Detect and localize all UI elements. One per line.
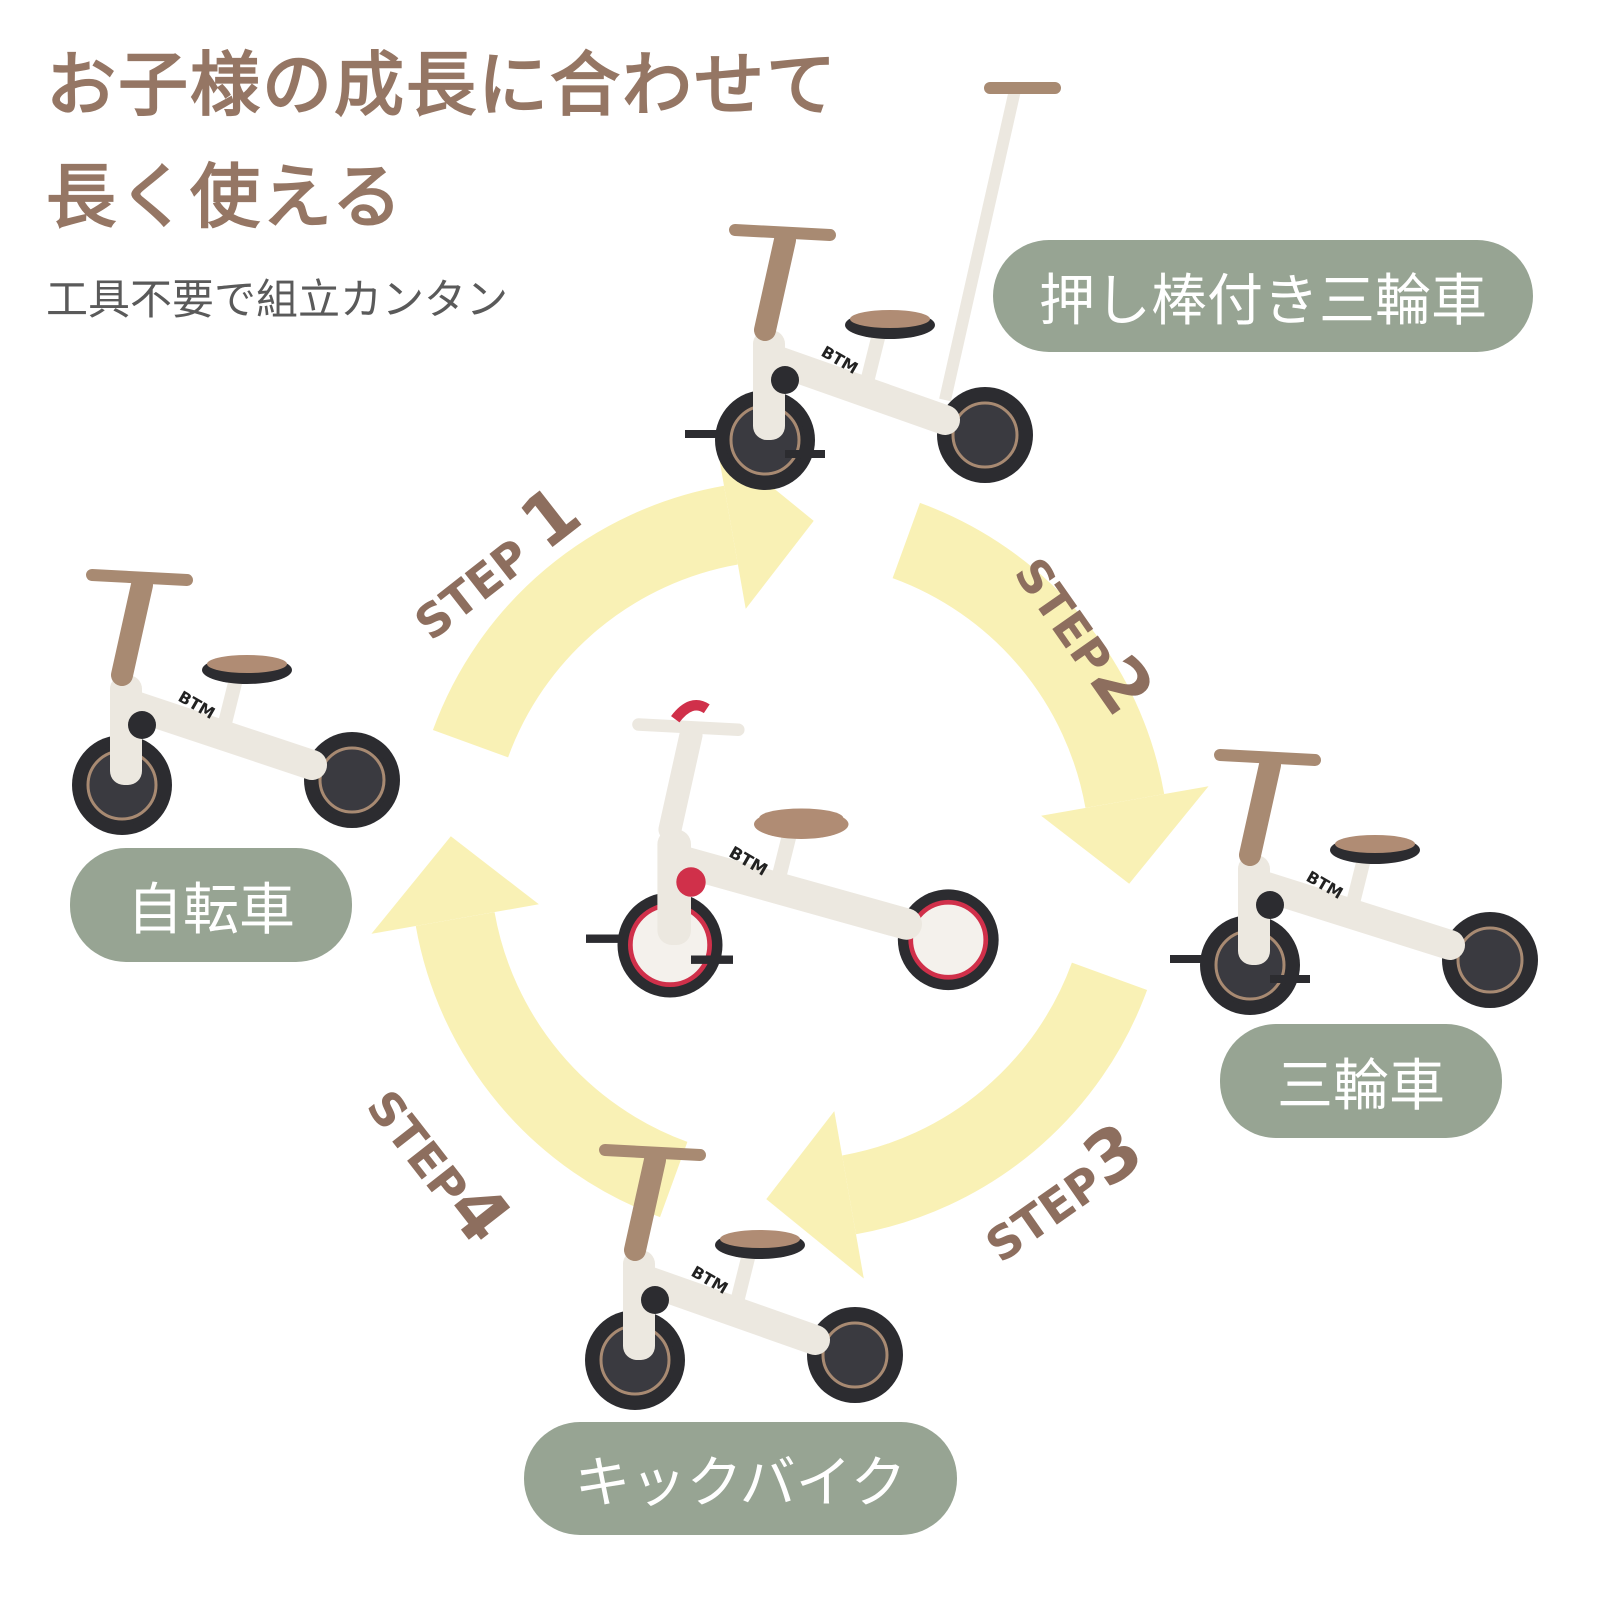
arrow-head-icon (371, 836, 539, 934)
push-tricycle-image: BTM (685, 82, 1061, 490)
bicycle-image: BTM (72, 569, 400, 835)
tricycle-image: BTM (1170, 749, 1538, 1015)
cycle-arrow-1 (432, 485, 739, 758)
mode-label-tricycle: 三輪車 (1220, 1024, 1502, 1138)
mode-label-kick-bike: キックバイク (524, 1422, 957, 1535)
kick-bike-image: BTM (585, 1144, 903, 1410)
mode-label-push-tricycle: 押し棒付き三輪車 (993, 240, 1533, 352)
mode-label-bicycle: 自転車 (70, 848, 352, 962)
cycle-arrow-4 (415, 911, 688, 1218)
cycle-arrow-3 (841, 962, 1148, 1235)
cycle-arrow-2 (892, 502, 1165, 809)
headline-line-2: 長く使える (46, 156, 404, 238)
subtitle: 工具不要で組立カンタン (46, 275, 509, 324)
headline-line-1: お子様の成長に合わせて (46, 44, 838, 126)
arrow-head-icon (766, 1111, 864, 1279)
arrow-head-icon (1041, 786, 1209, 884)
center-bike-image: BTM (586, 700, 999, 998)
